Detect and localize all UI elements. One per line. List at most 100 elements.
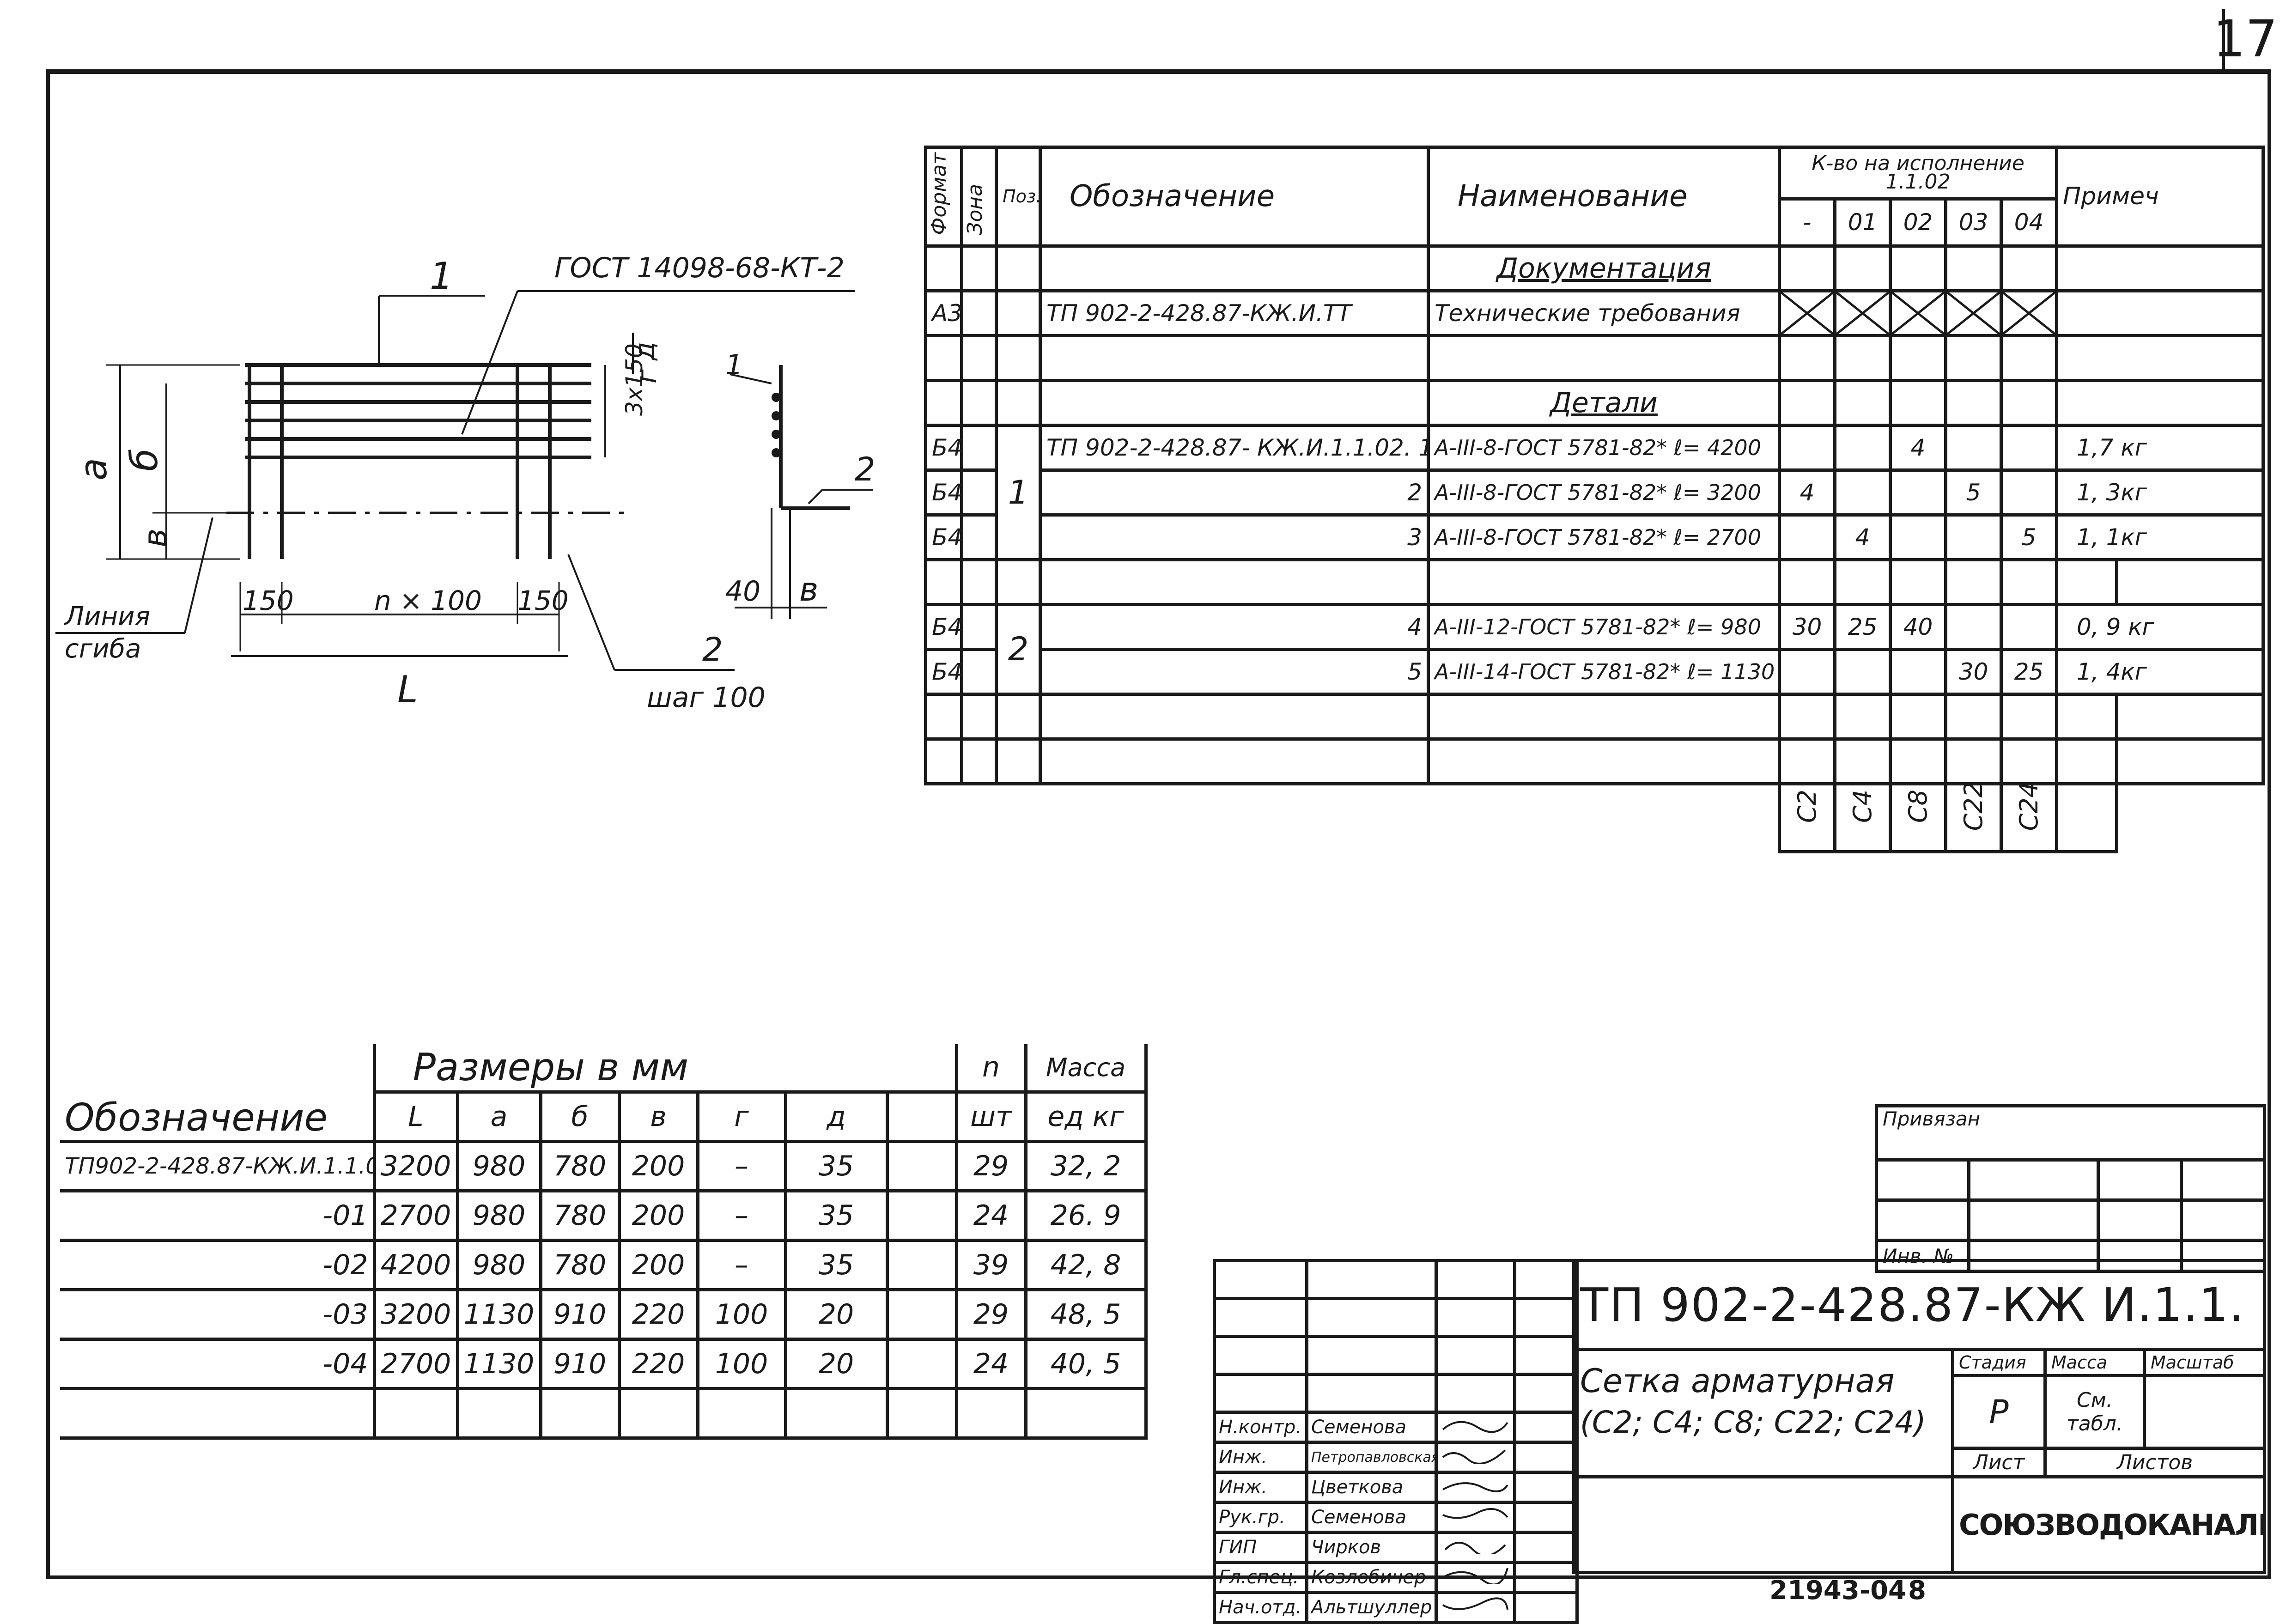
dim-150-right: 150: [517, 585, 569, 616]
col-L: L: [372, 1090, 459, 1143]
header-designation: Обозначение: [1039, 146, 1430, 248]
sheet-number-line: [2222, 9, 2225, 69]
variant-1: 01: [1833, 197, 1892, 248]
step-label: шаг 100: [647, 681, 766, 714]
dim-b-label: б: [123, 449, 166, 471]
side-v: в: [799, 571, 818, 608]
doc-format: А3: [924, 289, 963, 337]
mass-label: Масса: [2043, 1348, 2146, 1377]
dims-header-sizes: Размеры в мм: [372, 1044, 958, 1094]
variant-0: -: [1778, 197, 1836, 248]
col-d: д: [784, 1090, 889, 1143]
doc-title: Сетка арматурная (С2; С4; С8; С22; С24): [1572, 1348, 1954, 1478]
table-row: Б4 5 А-III-14-ГОСТ 5781-82* ℓ= 1130 30 2…: [924, 647, 2265, 696]
header-format: Формат: [924, 146, 963, 248]
dim-d-label: д: [629, 342, 660, 361]
table-row: Б4 2 А-III-8-ГОСТ 5781-82* ℓ= 3200 4 5 1…: [924, 468, 2265, 517]
scale-label: Масштаб: [2142, 1348, 2267, 1377]
person-row: Нач.отд.Альтшуллер: [1213, 1591, 1579, 1624]
dims-header-n: n: [954, 1044, 1027, 1094]
gost-label: ГОСТ 14098-68-КТ-2: [554, 252, 845, 284]
person-row: Рук.гр.Семенова: [1213, 1501, 1579, 1534]
doc-title-sub: (С2; С4; С8; С22; С24): [1580, 1405, 1926, 1440]
dims-header-n-unit: шт: [954, 1090, 1027, 1143]
x-mark-3: [1944, 289, 2003, 337]
title-block-right: ТП 902-2-428.87-КЖ И.1.1. 02 Сетка армат…: [1572, 1259, 2267, 1574]
person-row: Инж.Цветкова: [1213, 1471, 1579, 1504]
dimensions-table: Обозначение Размеры в мм n Масса L а б в…: [60, 1044, 1148, 1440]
dim-v-label: в: [136, 529, 174, 547]
section-docs: Документация: [1427, 244, 1781, 292]
section-parts: Детали: [1427, 378, 1781, 427]
mark-c24: С24: [2014, 782, 2043, 831]
col-g: г: [696, 1090, 787, 1143]
table-row: Б4 3 А-III-8-ГОСТ 5781-82* ℓ= 2700 4 5 1…: [924, 513, 2265, 561]
person-row: Инж.Петропавловская: [1213, 1441, 1579, 1474]
person-row: Н.контр.Семенова: [1213, 1411, 1579, 1444]
mark-c2: С2: [1793, 790, 1822, 823]
dims-header-designation: Обозначение: [60, 1044, 376, 1143]
header-zone: Зона: [960, 146, 998, 248]
stage-value: Р: [1951, 1374, 2047, 1450]
dim-n100: n × 100: [374, 585, 482, 616]
variant-3: 03: [1944, 197, 2003, 248]
org-name: СОЮЗВОДОКАНАЛПРОЕКТ: [1951, 1475, 2267, 1574]
doc-code: ТП 902-2-428.87-КЖ И.1.1. 02: [1572, 1259, 2267, 1351]
doc-name: Технические требования: [1427, 289, 1781, 337]
header-name: Наименование: [1427, 146, 1781, 248]
footer-sheet: 8: [1908, 1575, 1926, 1606]
variant-4: 04: [2000, 197, 2058, 248]
bend-line-text: Линия сгиба: [65, 602, 151, 664]
specification-table: Формат Зона Поз. Обозначение Наименовани…: [924, 146, 2265, 785]
mass-value: См. табл.: [2043, 1374, 2146, 1450]
sheets-label: Листов: [2043, 1447, 2267, 1478]
col-v: в: [617, 1090, 699, 1143]
stage-label: Стадия: [1951, 1348, 2047, 1377]
pos-2: 2: [995, 602, 1042, 696]
pos1-label: 1: [430, 255, 453, 298]
privyazan-label: Привязан: [1874, 1104, 2267, 1162]
doc-title-main: Сетка арматурная: [1580, 1362, 1895, 1400]
dims-header-mass: Масса: [1024, 1044, 1148, 1094]
dims-header-mass-unit: ед кг: [1024, 1090, 1148, 1143]
sheet-label: Лист: [1951, 1447, 2047, 1478]
dim-L: L: [397, 668, 418, 711]
dim-3x150-label: 3х150: [621, 343, 648, 416]
pos2-label: 2: [702, 631, 723, 669]
header-note: Примеч: [2055, 146, 2265, 248]
side-view: 1 2 40 в: [725, 349, 875, 619]
mark-c8: С8: [1903, 790, 1933, 823]
x-mark-0: [1778, 289, 1836, 337]
side-pos2: 2: [855, 450, 875, 488]
x-mark-4: [2000, 289, 2058, 337]
col-b: б: [539, 1090, 621, 1143]
person-row: Гл.спец.Козлобичер: [1213, 1561, 1579, 1594]
footer-code: 21943-04: [1769, 1575, 1906, 1606]
binding-box: Привязан Инв. №: [1874, 1104, 2267, 1273]
variant-2: 02: [1889, 197, 1947, 248]
title-block-left: Н.контр.Семенова Инж.Петропавловская Инж…: [1213, 1259, 1579, 1624]
mark-c4: С4: [1848, 790, 1877, 823]
pos-1: 1: [995, 423, 1042, 561]
header-pos: Поз.: [995, 146, 1042, 248]
doc-designation: ТП 902-2-428.87-КЖ.И.ТТ: [1039, 289, 1430, 337]
dim-g-label: г: [631, 369, 663, 383]
marks-table: С2 С4 С8 С22 С24: [1778, 765, 2118, 853]
dim-150-left: 150: [243, 585, 294, 616]
x-mark-1: [1833, 289, 1892, 337]
mesh-drawing: 1 ГОСТ 14098-68-КТ-2 а б в д г 3х150 150…: [55, 252, 855, 714]
x-mark-2: [1889, 289, 1947, 337]
sheet-frame: [46, 69, 2271, 1579]
table-row: Б4 1 ТП 902-2-428.87- КЖ.И.1.1.02. 1 А-I…: [924, 423, 2265, 561]
dim-a-label: а: [72, 458, 115, 481]
side-pos1: 1: [725, 349, 743, 381]
mark-c22: С22: [1959, 782, 1988, 831]
header-qty: К-во на исполнение 1.1.02: [1778, 146, 2058, 201]
